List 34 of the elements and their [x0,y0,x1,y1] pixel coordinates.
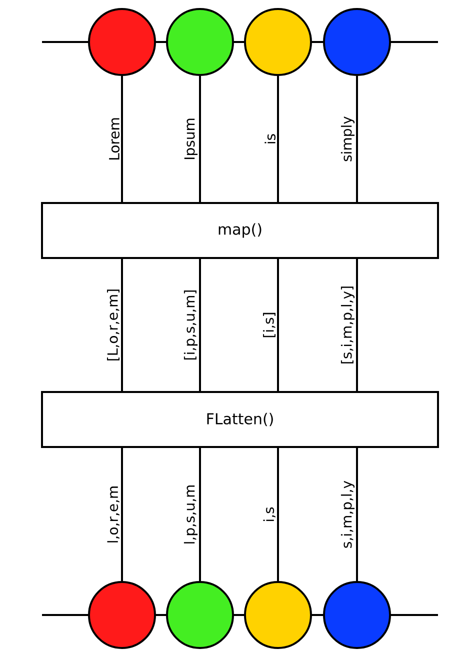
connector-line [277,259,279,391]
marble [88,8,156,76]
edge-label: s,i,m,p,l,y [339,478,356,550]
edge-label: Ipsum [182,116,199,162]
operator-box: FLatten() [41,391,439,448]
edge-label: i,s [262,505,277,524]
marble [166,8,234,76]
edge-label: [L,o,r,e,m] [106,286,121,364]
edge-label: [s,i,m,p,l,y] [339,284,356,366]
connector-line [356,259,358,391]
connector-line [356,76,358,202]
marble [323,581,391,649]
connector-line [121,76,123,202]
connector-line [199,76,201,202]
connector-line [277,76,279,202]
connector-line [277,448,279,581]
connector-line [199,448,201,581]
edge-label: l,o,r,e,m [106,484,121,546]
connector-line [121,259,123,391]
edge-label: l,p,s,u,m [182,482,199,546]
marble [244,581,312,649]
operator-box: map() [41,202,439,259]
edge-label: [i,s] [262,310,277,340]
edge-label: Lorem [108,116,121,162]
edge-label: is [263,132,277,146]
edge-label: simply [339,114,356,164]
marble [323,8,391,76]
edge-label: [i,p,s,u,m] [182,288,199,362]
marble [166,581,234,649]
connector-line [121,448,123,581]
marble [244,8,312,76]
marble [88,581,156,649]
connector-line [356,448,358,581]
connector-line [199,259,201,391]
